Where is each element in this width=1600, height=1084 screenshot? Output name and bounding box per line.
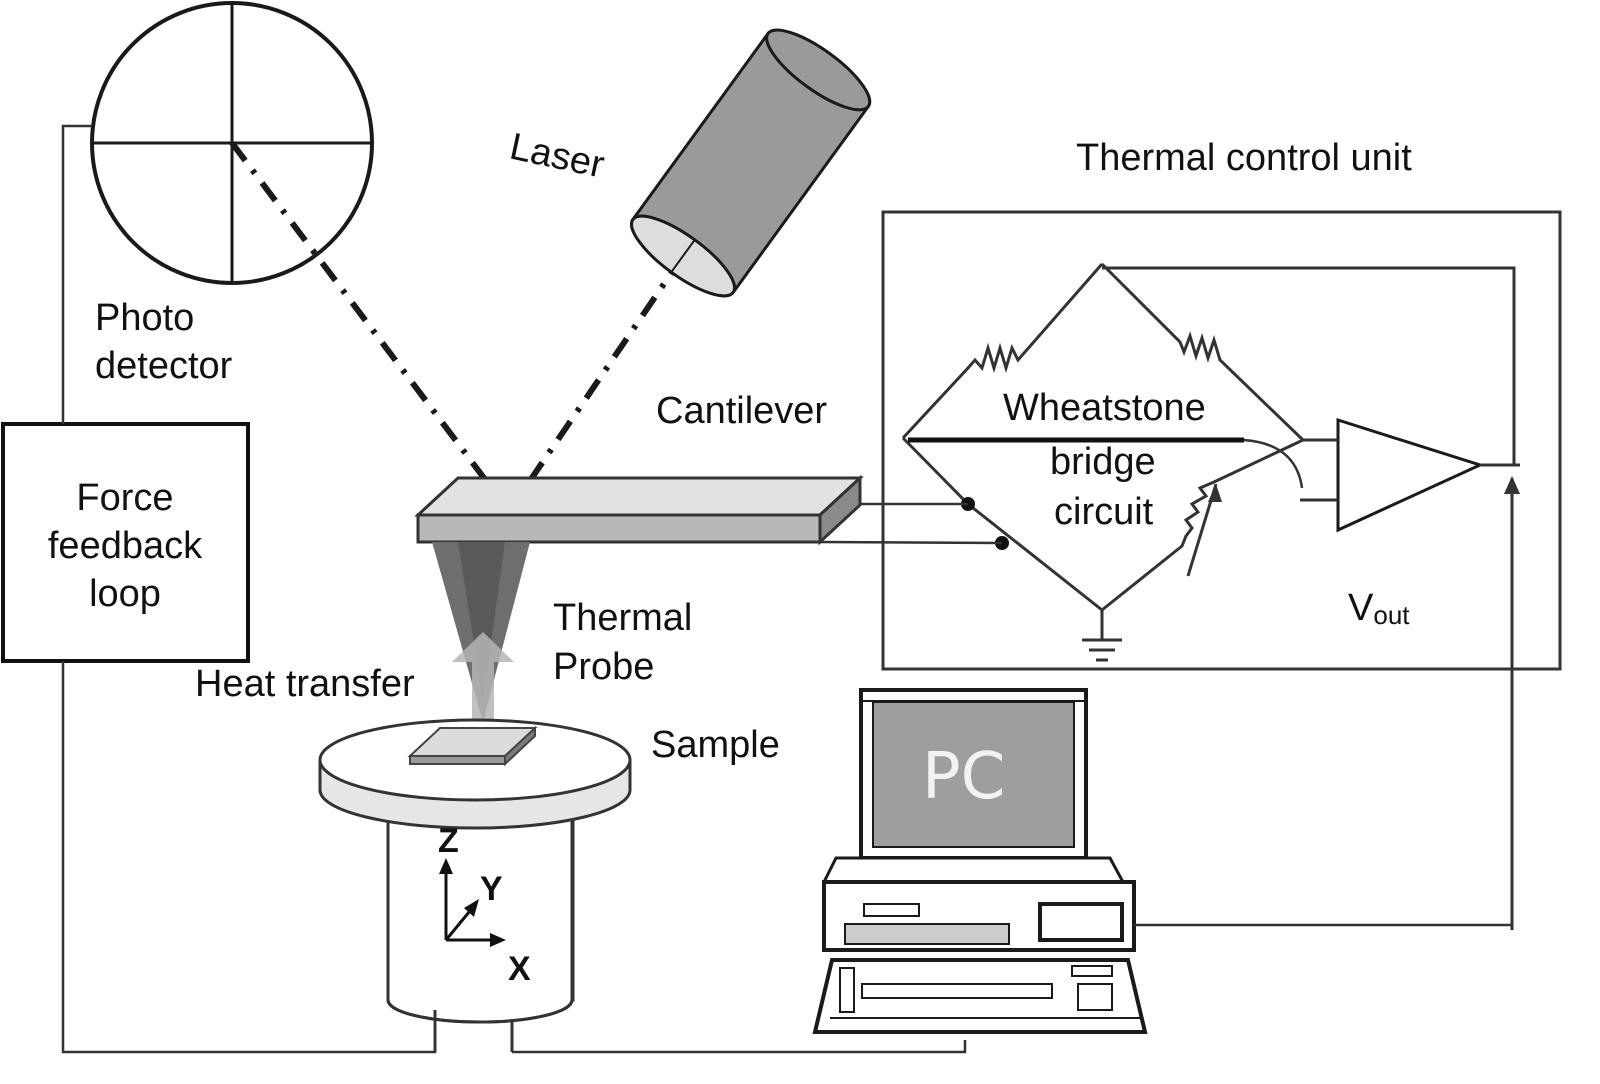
cantilever	[414, 474, 864, 546]
vout-label: Vout	[1348, 587, 1410, 630]
photo-detector-label-line2: detector	[95, 345, 233, 387]
force-feedback-label-line2: feedback	[48, 525, 203, 567]
force-feedback-label-line3: loop	[89, 573, 161, 615]
photo-detector-label-line1: Photo	[95, 297, 194, 339]
axis-x-label: X	[508, 950, 531, 988]
thermal-probe	[432, 542, 530, 722]
feedback-wire-top	[61, 124, 92, 424]
pc-computer	[812, 688, 1148, 1034]
force-feedback-box	[1, 422, 250, 663]
laser	[629, 28, 872, 298]
laser-label: Laser	[506, 126, 608, 187]
scanner-stage	[318, 718, 967, 1054]
heat-transfer-label: Heat transfer	[195, 663, 415, 705]
axis-y-label: Y	[480, 870, 503, 908]
wheatstone-label-line2: bridge	[1050, 441, 1156, 483]
cantilever-wire-bottom	[819, 540, 1003, 545]
wheatstone-label-line1: Wheatstone	[1003, 387, 1206, 429]
feedback-wire-bottom	[61, 661, 437, 1054]
thermal-probe-label-line1: Thermal	[553, 597, 692, 639]
vout-subscript: out	[1373, 600, 1410, 630]
cantilever-label: Cantilever	[656, 390, 827, 432]
thermal-probe-label-line2: Probe	[553, 646, 654, 688]
thermal-control-unit-label: Thermal control unit	[1076, 137, 1412, 179]
reflected-beam	[229, 141, 493, 488]
axis-z-label: Z	[438, 822, 459, 860]
wheatstone-label-line3: circuit	[1054, 491, 1154, 533]
vout-main: V	[1348, 587, 1374, 629]
wheatstone-bridge	[901, 262, 1305, 662]
thermal-control-unit-box	[881, 210, 1562, 671]
force-feedback-label-line1: Force	[76, 477, 173, 519]
heat-transfer-arrow	[452, 632, 514, 722]
incident-beam	[507, 254, 686, 512]
xyz-axes	[439, 858, 506, 947]
pc-screen-label: PC	[922, 740, 1005, 814]
amplifier	[1102, 266, 1520, 930]
sample-label: Sample	[651, 724, 780, 766]
